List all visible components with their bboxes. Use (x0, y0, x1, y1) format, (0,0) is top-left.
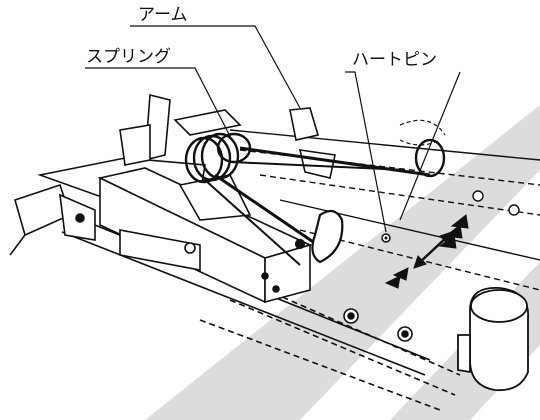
main-frame (9, 157, 313, 304)
arm-loop (399, 119, 446, 178)
heart-pin-leader-1 (345, 71, 387, 233)
heart-pin-leader-2 (399, 71, 461, 221)
heart-pin (381, 233, 391, 243)
arm-label: アーム (138, 5, 187, 25)
rail-bolt (343, 308, 359, 324)
leader-lines (85, 25, 461, 233)
spring-coil (184, 132, 431, 266)
spring-label: スプリング (86, 47, 171, 67)
direction-arrows (384, 214, 469, 289)
long-rail (61, 214, 461, 411)
rail-bolt (397, 326, 413, 342)
arm-leader (130, 25, 301, 109)
lower-hook (294, 209, 344, 264)
spring-leader (85, 67, 233, 141)
rail-cylinder (457, 287, 529, 392)
heart-pin-label: ハートピン (352, 50, 437, 70)
